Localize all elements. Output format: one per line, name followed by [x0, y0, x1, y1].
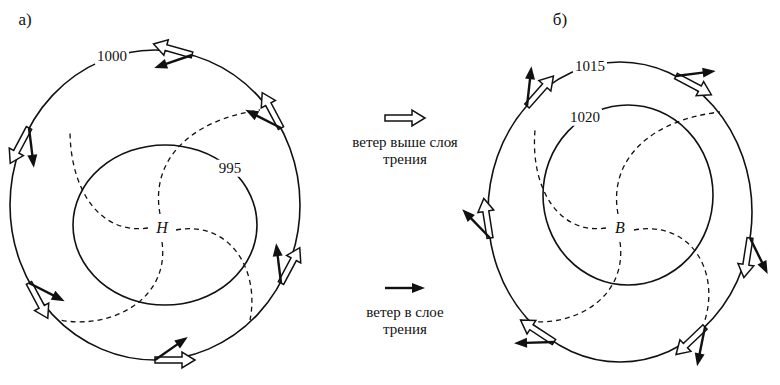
legend-surface-wind-sample [385, 283, 425, 293]
legend-text: ветер выше слоя трения [349, 134, 461, 169]
legend-upper-wind-sample [385, 110, 425, 126]
outflow-streamlines [520, 112, 720, 322]
cyclone-wind-arrows [3, 36, 307, 368]
surface-wind-arrow [522, 66, 536, 107]
isobar-value: 1015 [573, 58, 607, 75]
outer-isobar [488, 62, 752, 362]
low-pressure-center: Н [154, 219, 170, 237]
upper-wind-arrow [476, 197, 498, 239]
outer-isobar [10, 50, 300, 360]
surface-wind-arrow [459, 206, 494, 242]
surface-wind-arrow [271, 243, 286, 284]
surface-wind-arrow [514, 337, 554, 348]
inflow-streamlines [60, 110, 260, 322]
isobar-value: 995 [217, 160, 244, 177]
anticyclone [488, 62, 752, 362]
upper-wind-arrow [22, 279, 55, 322]
panel-letter: б) [551, 11, 569, 30]
surface-wind-arrow [746, 236, 773, 276]
surface-wind-arrow [24, 127, 39, 168]
panel-letter: а) [16, 11, 33, 30]
upper-wind-arrow [736, 237, 758, 279]
inner-isobar [73, 145, 257, 305]
surface-wind-arrow [152, 333, 191, 364]
isobar-value: 1000 [95, 48, 129, 65]
surface-wind-arrow [692, 326, 710, 367]
surface-wind-arrow [243, 105, 283, 132]
inner-isobar [543, 105, 713, 285]
upper-wind-arrow [255, 89, 288, 132]
cyclone [10, 50, 300, 360]
surface-wind-arrow [27, 279, 67, 306]
upper-wind-arrow [151, 36, 194, 62]
high-pressure-center: В [613, 219, 627, 237]
legend-text: ветер в слое трения [349, 304, 461, 339]
isobar-value: 1020 [568, 109, 602, 126]
surface-wind-arrow [153, 50, 194, 72]
surface-wind-arrow [675, 66, 716, 81]
anticyclone-wind-arrows [459, 66, 772, 368]
